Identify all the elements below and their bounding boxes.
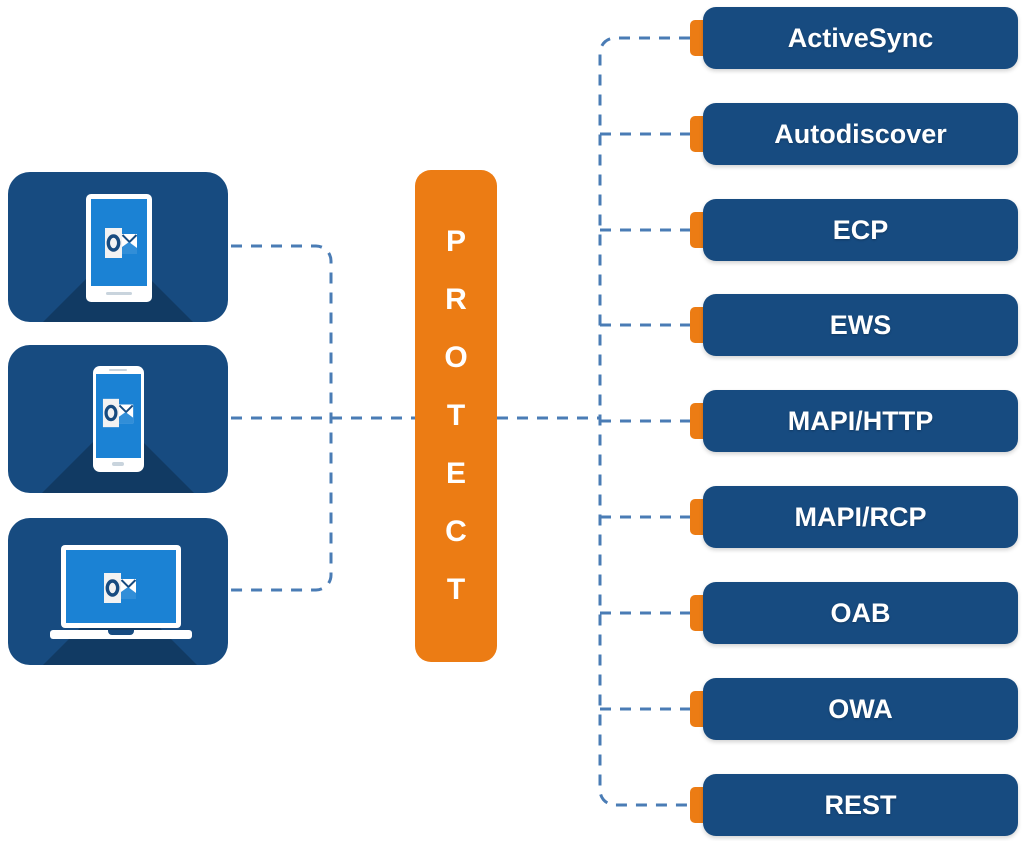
protocol-box[interactable]: OAB [703, 582, 1018, 644]
protocol-label: Autodiscover [774, 118, 947, 149]
protocol-label: ActiveSync [787, 22, 934, 53]
protect-letter: C [445, 515, 467, 548]
protect-letter: T [446, 399, 466, 432]
protocol-box[interactable]: MAPI/RCP [703, 486, 1018, 548]
protect-bar[interactable]: P R O T E C T [415, 170, 497, 662]
protocol-row-mapi-http[interactable]: MAPI/HTTP [690, 390, 1018, 452]
protocol-label: MAPI/HTTP [787, 405, 934, 436]
protocol-row-mapi-rcp[interactable]: MAPI/RCP [690, 486, 1018, 548]
outlook-logo-icon [105, 228, 138, 258]
protocol-label: OAB [830, 597, 891, 628]
device-tile-laptop[interactable] [8, 518, 228, 665]
protocol-box[interactable]: EWS [703, 294, 1018, 356]
protocol-row-owa[interactable]: OWA [690, 678, 1018, 740]
protect-letter: R [445, 283, 467, 316]
protect-letter: O [444, 341, 468, 374]
protocol-box[interactable]: OWA [703, 678, 1018, 740]
protocol-box[interactable]: Autodiscover [703, 103, 1018, 165]
protocol-row-autodiscover[interactable]: Autodiscover [690, 103, 1018, 165]
outlook-logo-icon [104, 573, 137, 603]
protocol-row-activesync[interactable]: ActiveSync [690, 7, 1018, 69]
protocol-row-ecp[interactable]: ECP [690, 199, 1018, 261]
protocol-row-oab[interactable]: OAB [690, 582, 1018, 644]
protect-letter: T [446, 573, 466, 606]
protocol-box[interactable]: ActiveSync [703, 7, 1018, 69]
protocol-row-rest[interactable]: REST [690, 774, 1018, 836]
protocol-label: EWS [829, 309, 892, 340]
outlook-logo-icon [102, 398, 134, 428]
protocol-row-ews[interactable]: EWS [690, 294, 1018, 356]
protocol-box[interactable]: ECP [703, 199, 1018, 261]
device-tile-tablet[interactable] [8, 172, 228, 322]
protocol-box[interactable]: MAPI/HTTP [703, 390, 1018, 452]
protocol-box[interactable]: REST [703, 774, 1018, 836]
protect-letter: P [445, 225, 466, 258]
protocol-label: REST [824, 789, 897, 820]
protocol-label: MAPI/RCP [794, 501, 927, 532]
protect-letter: E [445, 457, 466, 490]
protocol-label: OWA [828, 693, 893, 724]
protocol-label: ECP [832, 214, 889, 245]
device-tile-smartphone[interactable] [8, 345, 228, 493]
